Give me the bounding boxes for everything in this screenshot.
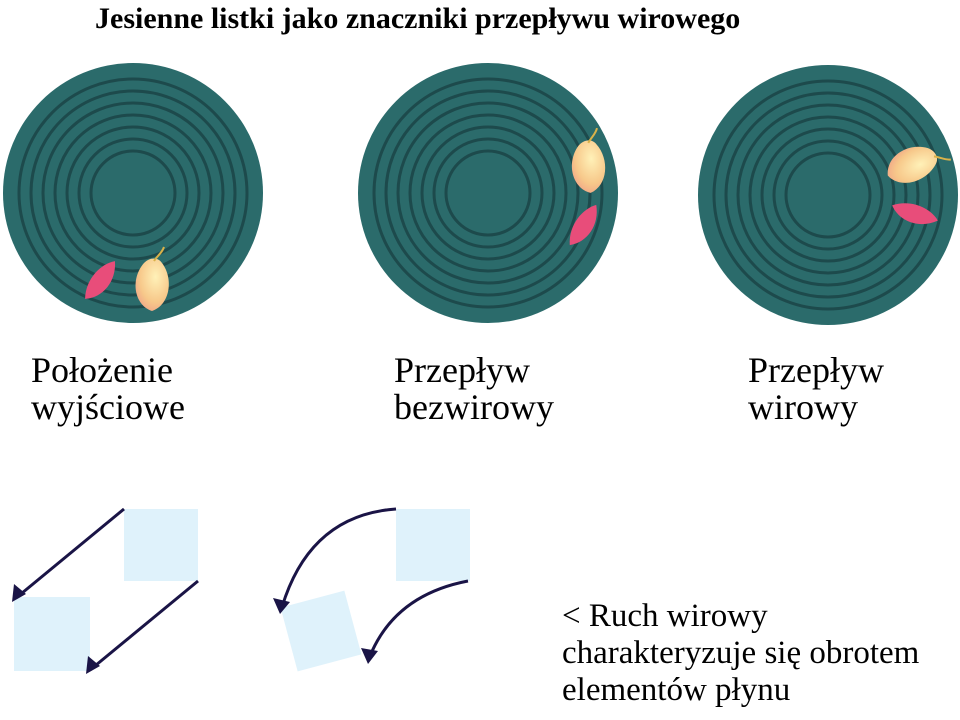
rotation-note: < Ruch wirowy charakteryzuje się obrotem…	[562, 598, 919, 709]
label-irrotational-line2: bezwirowy	[394, 387, 554, 427]
arrow-lower	[89, 579, 199, 672]
label-initial-line1: Położenie	[31, 350, 173, 390]
label-rotational-line2: wirowy	[748, 387, 858, 427]
arrow-upper	[15, 507, 125, 600]
label-irrotational: Przepływ bezwirowy	[394, 352, 554, 426]
square-end	[124, 509, 198, 581]
label-initial: Położenie wyjściowe	[31, 352, 185, 426]
arrow-inner	[368, 579, 469, 657]
square-end	[396, 509, 470, 581]
square-rotated	[280, 590, 362, 672]
arrow-outer	[280, 507, 397, 608]
note-line2: charakteryzuje się obrotem	[562, 635, 920, 671]
rotation-illustration	[273, 507, 470, 672]
disc-initial	[1, 61, 265, 325]
label-initial-line2: wyjściowe	[31, 387, 185, 427]
disc-irrotational	[356, 61, 620, 325]
page-title: Jesienne listki jako znaczniki przepływu…	[95, 2, 741, 35]
note-line1: < Ruch wirowy	[562, 598, 768, 634]
label-irrotational-line1: Przepływ	[394, 350, 530, 390]
note-line3: elementów płynu	[562, 672, 791, 708]
translation-illustration	[12, 507, 199, 674]
square-start	[14, 597, 90, 671]
label-rotational-line1: Przepływ	[748, 350, 884, 390]
label-rotational: Przepływ wirowy	[748, 352, 884, 426]
disc-rotational	[696, 63, 960, 327]
